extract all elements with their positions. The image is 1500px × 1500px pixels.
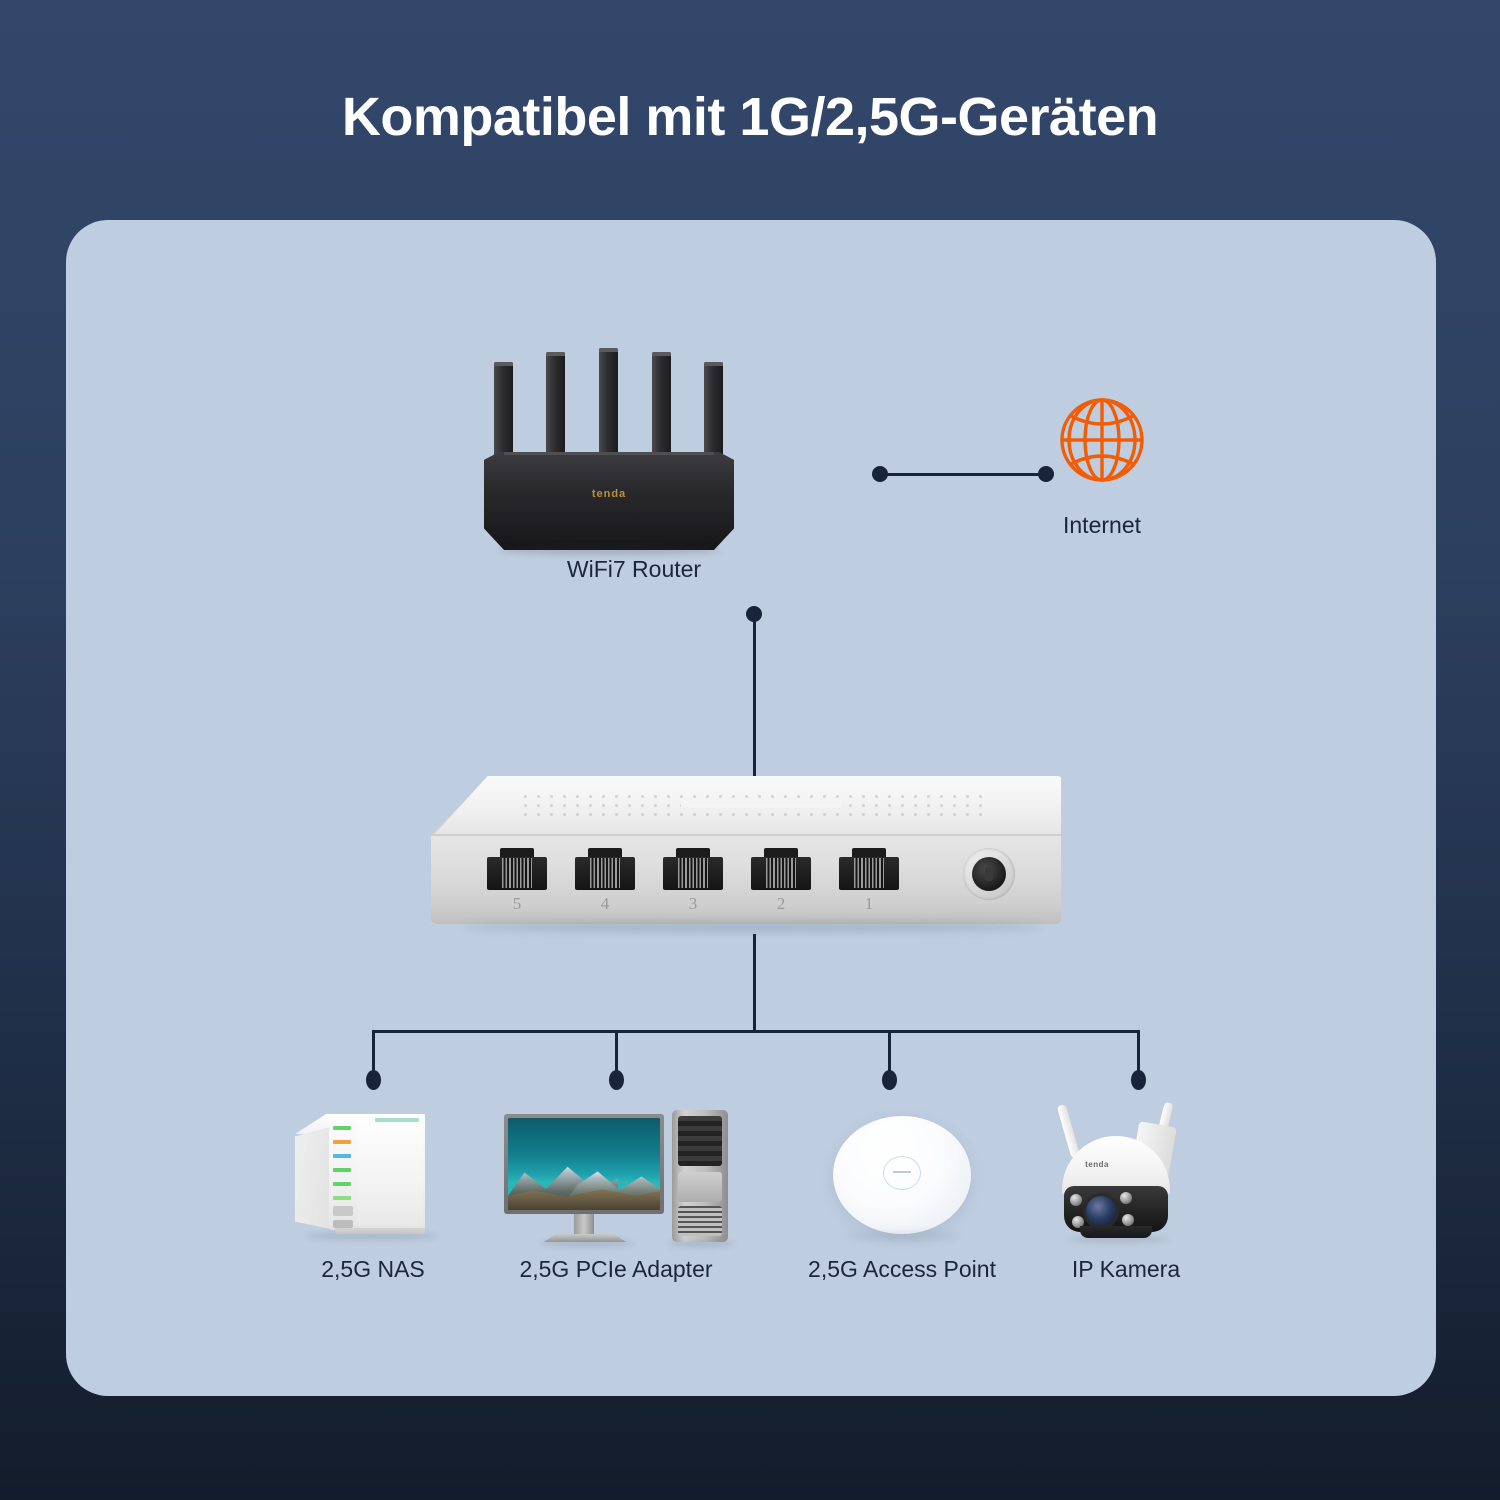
wallpaper-foreground [508,1189,660,1210]
port-pins [766,858,796,888]
router-antenna-2 [546,352,565,478]
link-dot-internet-side [1038,466,1054,482]
drop-line-ap [888,1030,891,1074]
router-brand-logo: tenda [591,488,627,500]
drop-dot-nas [366,1070,381,1090]
camera-lens [1086,1196,1116,1226]
link-switch-bus [753,934,756,1032]
port-pins [678,858,708,888]
switch-port-3[interactable] [663,848,723,890]
desktop-pc-icon[interactable] [496,1100,736,1250]
nas-shadow [307,1232,437,1240]
port-number-5: 5 [512,894,522,913]
port-shell [663,857,723,890]
port-shell [751,857,811,890]
desktop-pc-art [496,1100,736,1250]
nas-art [253,1100,493,1250]
port-pins [854,858,884,888]
nas-top-strip [375,1118,419,1122]
router-antenna-1 [494,362,513,478]
monitor [504,1114,664,1214]
port-number-4: 4 [600,894,610,913]
router-body: tenda [484,452,734,550]
access-point-center-dash [893,1171,911,1173]
camera-ir-led-3 [1072,1216,1084,1228]
camera-antenna-left [1056,1103,1081,1159]
port-number-1: 1 [864,894,874,913]
drop-line-nas [372,1030,375,1074]
ip-camera-art: tenda [1006,1098,1246,1248]
drop-dot-pcie [609,1070,624,1090]
link-router-switch [753,614,756,786]
device-bus-line [372,1030,1140,1033]
pc-front-panel [678,1172,722,1202]
access-point-shadow [847,1232,959,1240]
diagram-panel: tenda WiFi7 Router Internet [66,220,1436,1396]
camera-ir-led-2 [1120,1192,1132,1204]
device-label-nas: 2,5G NAS [321,1256,425,1282]
camera-shadow [1068,1236,1168,1243]
ip-camera-icon[interactable]: tenda [1006,1098,1246,1248]
nas-led-indicators [333,1126,351,1200]
power-jack-pin [985,867,993,881]
switch-port-4[interactable] [575,848,635,890]
switch-shadow [461,922,1041,932]
camera-ir-led-1 [1070,1194,1082,1206]
camera-brand-logo: tenda [1085,1160,1109,1169]
nas-icon[interactable] [253,1100,493,1250]
nas-base [335,1228,425,1234]
camera-ir-led-4 [1122,1214,1134,1226]
pc-drive-bays [678,1116,722,1166]
pc-vent-grill [678,1206,722,1236]
port-number-2: 2 [776,894,786,913]
switch-top-panel [431,776,1061,838]
port-shell [487,857,547,890]
pc-shadow [668,1240,734,1247]
nas-door [357,1120,423,1226]
port-shell [839,857,899,890]
monitor-stand-base [544,1234,626,1242]
switch-port-2[interactable] [751,848,811,890]
port-shell [575,857,635,890]
link-router-internet [880,473,1046,476]
router-antenna-4 [652,352,671,478]
internet-label: Internet [1063,512,1141,538]
port-pins [590,858,620,888]
nas-side [295,1126,335,1230]
nas-button-upper [333,1206,353,1216]
access-point-center-ring [883,1156,921,1190]
port-number-3: 3 [688,894,698,913]
camera-base [1080,1226,1152,1238]
globe-icon [1054,392,1150,488]
drop-line-pcie [615,1030,618,1074]
router-label: WiFi7 Router [566,556,702,582]
monitor-shadow [540,1240,634,1247]
device-label-access-point: 2,5G Access Point [808,1256,996,1282]
monitor-screen [508,1118,660,1210]
access-point-art [781,1100,1021,1250]
router-antenna-5 [704,362,723,478]
device-label-ip-camera: IP Kamera [1071,1256,1181,1282]
device-label-pcie-adapter: 2,5G PCIe Adapter [519,1256,713,1282]
router-shadow [498,546,720,555]
switch-front-panel: 5 4 3 2 1 [431,834,1061,924]
router-antenna-3 [599,348,618,478]
monitor-stand-neck [574,1214,594,1236]
network-switch[interactable]: 5 4 3 2 1 [431,776,1061,946]
nas-button-lower [333,1220,353,1228]
port-pins [502,858,532,888]
switch-top-logo-area [681,798,841,807]
drop-dot-camera [1131,1070,1146,1090]
drop-line-camera [1137,1030,1140,1074]
drop-dot-ap [882,1070,897,1090]
switch-port-1[interactable] [839,848,899,890]
access-point-icon[interactable] [781,1100,1021,1250]
wifi7-router[interactable]: tenda [484,340,784,560]
page-title: Kompatibel mit 1G/2,5G-Geräten [341,87,1159,147]
switch-port-5[interactable] [487,848,547,890]
